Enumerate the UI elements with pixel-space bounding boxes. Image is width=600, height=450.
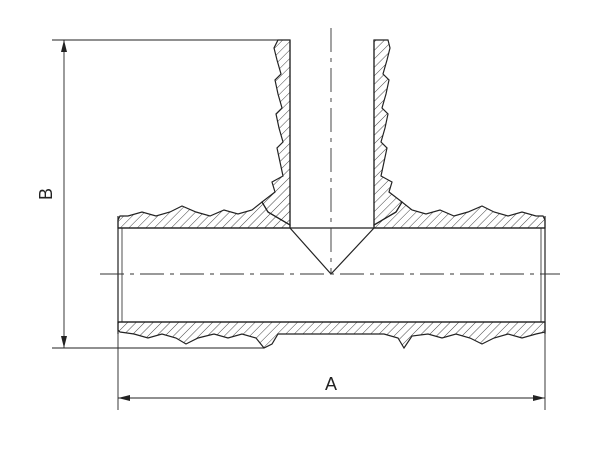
- vertical-branch-right-wall: [373, 39, 403, 227]
- dimension-a-arrow-right: [533, 395, 545, 401]
- run-top-wall-left: [117, 201, 291, 229]
- dimension-b: B: [36, 39, 290, 349]
- dimension-b-arrow-top: [61, 40, 67, 52]
- run-bottom-wall: [117, 321, 546, 350]
- vertical-branch: [261, 39, 403, 275]
- drill-cone-right: [330, 227, 375, 275]
- dimension-a: A: [117, 334, 546, 410]
- dimension-b-label: B: [36, 188, 56, 200]
- center-lines: [100, 28, 560, 275]
- drill-cone-left: [289, 227, 332, 275]
- vertical-branch-left-wall: [261, 39, 291, 227]
- horizontal-run: [117, 201, 546, 350]
- run-top-wall-right: [373, 201, 546, 229]
- dimension-a-arrow-left: [118, 395, 130, 401]
- dimension-b-arrow-bottom: [61, 336, 67, 348]
- dimension-a-label: A: [325, 374, 337, 394]
